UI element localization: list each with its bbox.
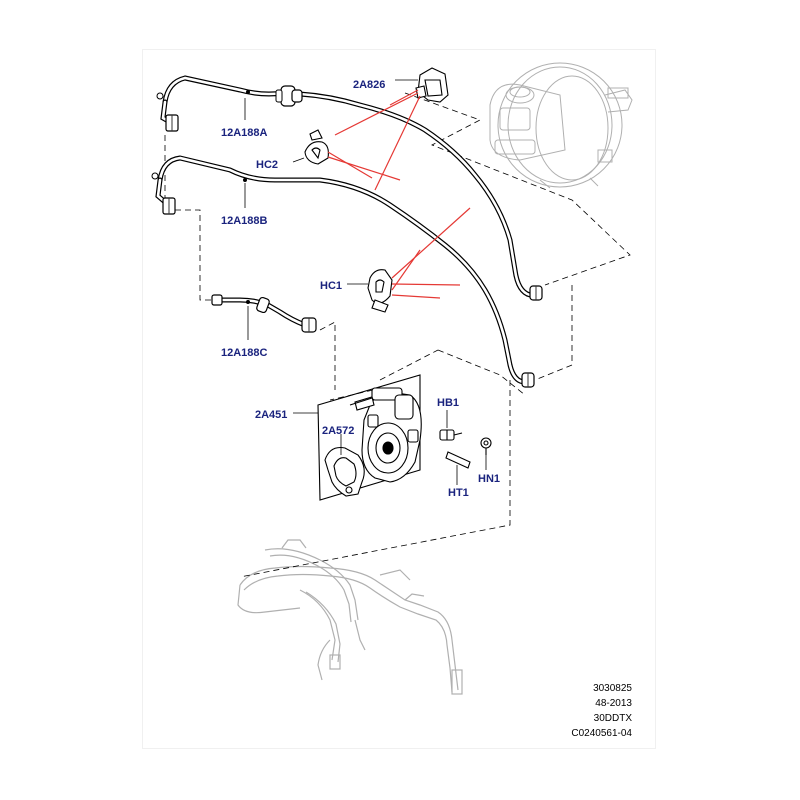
pipe-12a188b bbox=[151, 155, 535, 388]
label-hb1: HB1 bbox=[437, 397, 459, 409]
dashed-guides bbox=[164, 92, 631, 578]
label-12a188c: 12A188C bbox=[221, 347, 268, 359]
label-hn1: HN1 bbox=[478, 473, 500, 485]
label-2a451: 2A451 bbox=[255, 409, 287, 421]
clip-hc1 bbox=[367, 269, 393, 313]
ref-line-3: 30DDTX bbox=[594, 713, 633, 724]
clip-hc2 bbox=[304, 129, 329, 165]
brake-booster-ghost bbox=[489, 62, 633, 189]
clip-2a826 bbox=[415, 67, 449, 103]
gasket-2a572 bbox=[324, 446, 365, 497]
label-2a572: 2A572 bbox=[322, 425, 354, 437]
stud-ht1 bbox=[445, 451, 471, 469]
pipe-12a188c bbox=[211, 294, 317, 333]
black-leaders bbox=[244, 79, 487, 485]
label-12a188a: 12A188A bbox=[221, 127, 268, 139]
label-hc1: HC1 bbox=[320, 280, 342, 292]
label-ht1: HT1 bbox=[448, 487, 469, 499]
red-leaders bbox=[327, 89, 471, 299]
harness-ghost bbox=[237, 539, 463, 695]
bolt-hb1 bbox=[439, 429, 463, 441]
callout-labels: 2A826 12A188A HC2 12A188B HC1 12A188C 2A… bbox=[221, 79, 500, 499]
nut-hn1 bbox=[480, 437, 492, 455]
reference-block: 3030825 48-2013 30DDTX C0240561-04 bbox=[571, 683, 632, 739]
label-2a826: 2A826 bbox=[353, 79, 385, 91]
pipe-12a188a bbox=[156, 75, 543, 301]
ref-line-2: 48-2013 bbox=[595, 698, 632, 709]
vacuum-pump-2a451 bbox=[317, 374, 422, 501]
ref-line-4: C0240561-04 bbox=[571, 728, 632, 739]
ref-line-1: 3030825 bbox=[593, 683, 632, 694]
label-12a188b: 12A188B bbox=[221, 215, 268, 227]
label-hc2: HC2 bbox=[256, 159, 278, 171]
